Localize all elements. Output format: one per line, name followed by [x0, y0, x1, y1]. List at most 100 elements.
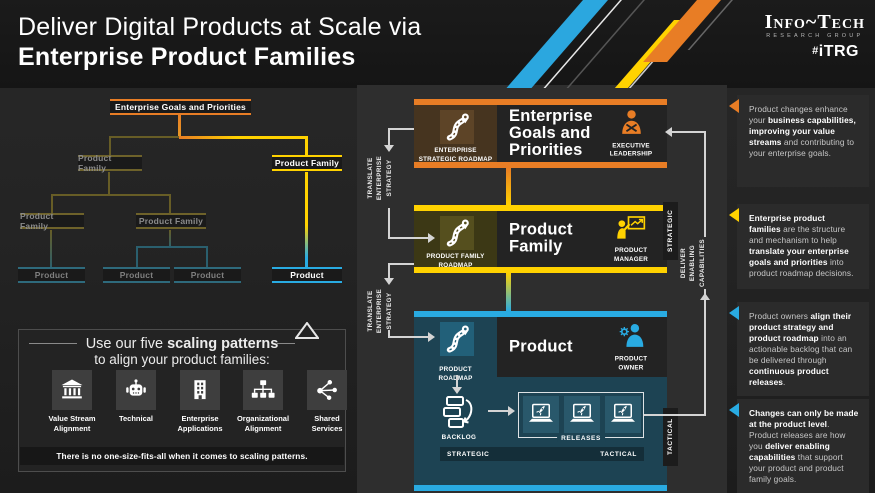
tree-line — [169, 230, 171, 248]
mountain-peak-icon — [295, 322, 319, 339]
connector-line — [388, 128, 390, 145]
roadmap-label: PRODUCT ROADMAP — [439, 366, 473, 382]
callout-arrow-icon — [729, 306, 739, 320]
deliver-line — [644, 414, 706, 416]
scaling-footer-note: There is no one-size-fits-all when it co… — [20, 447, 344, 465]
roadmap-tile — [440, 216, 474, 250]
tree-node-product-family: Product Family — [20, 211, 84, 231]
tree-line — [206, 246, 208, 269]
connector-line — [389, 128, 414, 130]
scaling-tile — [243, 370, 283, 410]
robot-icon — [126, 379, 146, 396]
tree-line — [305, 136, 308, 158]
tree-node-product-family: Product Family — [136, 213, 206, 229]
logo-subtitle: RESEARCH GROUP — [766, 33, 864, 39]
tree-line — [109, 136, 111, 158]
strip-tactical-label: TACTICAL — [600, 450, 637, 458]
down-arrow-icon — [384, 145, 394, 152]
translate-strategy-label: TRANSLATE ENTERPRISE STRATEGY — [366, 288, 393, 334]
right-arrow-icon — [428, 332, 435, 342]
tree-node-product-highlighted: Product — [272, 267, 342, 283]
scaling-item-label: Organizational Alignment — [236, 414, 290, 433]
accent-bar-top — [414, 99, 667, 105]
product-manager-icon — [617, 216, 646, 239]
scaling-title: Use our five scaling patterns to align y… — [19, 336, 345, 368]
callout-product-changes: Product changes enhance your business ca… — [729, 95, 869, 187]
backlog-icon-wrap — [438, 394, 480, 432]
side-tactical-tab: TACTICAL — [663, 408, 678, 466]
logo-tag-text: iTRG — [818, 43, 859, 60]
callout-arrow-icon — [729, 208, 739, 222]
deliver-capabilities-label-wrap: DELIVER ENABLING CAPABILITIES — [677, 232, 709, 294]
backlog-label: BACKLOG — [441, 434, 477, 441]
callout-text: Product owners align their product strat… — [749, 311, 853, 388]
callout-enterprise-families: Enterprise product families are the stru… — [729, 204, 869, 289]
logo-wordmark: Info~Tech — [764, 11, 865, 33]
callout-text: Changes can only be made at the product … — [749, 408, 859, 485]
role-label: EXECUTIVE LEADERSHIP — [609, 142, 653, 158]
tree-node-enterprise-goals: Enterprise Goals and Priorities — [110, 99, 251, 115]
accent-bar-top — [414, 205, 667, 211]
accent-bar-bottom — [414, 162, 667, 168]
product-owner-icon — [619, 324, 643, 347]
level-title: Product — [509, 337, 573, 356]
level-title: Enterprise Goals and Priorities — [509, 106, 593, 160]
roadmap-icon — [446, 219, 469, 247]
accent-bar-top — [414, 311, 667, 317]
callout-text: Enterprise product families are the stru… — [749, 213, 854, 279]
laptop-rocket-icon — [529, 403, 553, 422]
up-arrow-icon — [700, 293, 710, 300]
callout-product-owners: Product owners align their product strat… — [729, 302, 869, 397]
releases-label: RELEASES — [557, 435, 605, 442]
roadmap-icon — [446, 325, 469, 353]
tree-line — [179, 136, 308, 139]
roadmap-tile — [440, 110, 474, 144]
scaling-patterns-panel: Use our five scaling patterns to align y… — [18, 322, 347, 472]
bank-icon — [61, 379, 83, 399]
scaling-item-label: Value Stream Alignment — [48, 414, 96, 433]
decorative-line — [277, 343, 295, 344]
executive-leadership-icon — [621, 109, 641, 134]
roadmap-tile — [440, 322, 474, 356]
deliver-capabilities-label: DELIVER ENABLING CAPABILITIES — [677, 236, 709, 290]
scaling-tile — [180, 370, 220, 410]
hash-symbol: # — [812, 45, 819, 57]
role-product-owner: PRODUCT OWNER — [599, 322, 663, 373]
scaling-tile — [116, 370, 156, 410]
flow-connector — [506, 273, 511, 311]
laptop-rocket-icon — [611, 403, 635, 422]
strip-strategic-label: STRATEGIC — [447, 450, 490, 458]
connector-line — [388, 208, 390, 239]
tree-node-product-family: Product Family — [78, 153, 142, 173]
product-title-strip: Product PRODUCT OWNER — [497, 317, 667, 377]
share-network-icon — [317, 380, 337, 400]
tree-line — [108, 172, 110, 196]
down-arrow-icon — [452, 387, 462, 394]
tree-node-product: Product — [18, 267, 85, 283]
role-label: PRODUCT MANAGER — [614, 247, 648, 263]
connector-line — [388, 263, 390, 278]
scaling-item-label: Shared Services — [311, 414, 343, 433]
tree-node-product: Product — [103, 267, 170, 283]
tree-line — [109, 136, 180, 138]
roadmap-panel: ENTERPRISE STRATEGIC ROADMAP — [414, 105, 497, 163]
flow-connector — [506, 168, 511, 205]
scaling-tile — [52, 370, 92, 410]
infotech-logo: Info~Tech RESEARCH GROUP #iTRG — [765, 12, 865, 61]
scaling-title-line2: to align your product families: — [94, 352, 270, 367]
role-product-manager: PRODUCT MANAGER — [599, 214, 663, 264]
right-arrow-icon — [508, 406, 515, 416]
release-tile — [523, 396, 559, 433]
title-line-2: Enterprise Product Families — [18, 43, 356, 71]
laptop-rocket-icon — [570, 403, 594, 422]
connector-line — [388, 237, 428, 239]
connector-line — [389, 263, 414, 265]
tree-line — [136, 246, 138, 269]
callout-text: Product changes enhance your business ca… — [749, 104, 856, 159]
accent-bar-bottom — [414, 485, 667, 491]
product-family-level-body: PRODUCT FAMILY ROADMAP Product Family PR… — [414, 211, 667, 269]
accent-bar-bottom — [414, 267, 667, 273]
scaling-item-label: Technical — [118, 414, 154, 423]
tree-line — [169, 194, 171, 215]
tree-node-product-family-highlighted: Product Family — [272, 155, 342, 171]
